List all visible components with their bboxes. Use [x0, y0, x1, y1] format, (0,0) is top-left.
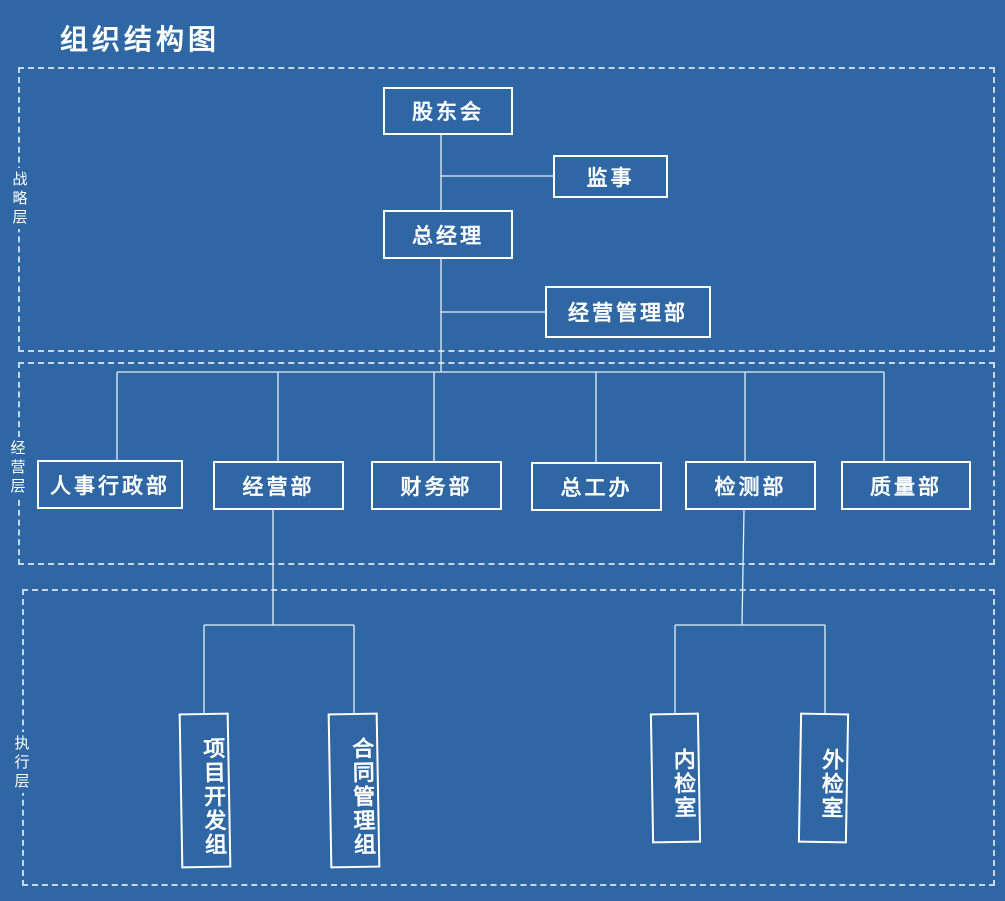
node-internal-lab: 内检室	[649, 712, 702, 844]
page-title: 组织结构图	[60, 23, 221, 56]
node-general-manager: 总经理	[383, 210, 513, 259]
node-inspection-dept: 检测部	[685, 461, 816, 510]
execution-layer-label: 执行层	[10, 732, 34, 793]
node-hr-admin: 人事行政部	[37, 460, 183, 509]
node-contract-mgmt-group: 合同管理组	[327, 712, 381, 869]
node-external-lab: 外检室	[797, 712, 850, 844]
node-project-dev-group: 项目开发组	[178, 712, 232, 869]
node-quality: 质量部	[841, 461, 971, 510]
node-chief-engineer-office: 总工办	[531, 462, 662, 511]
node-finance: 财务部	[371, 461, 502, 510]
operation-layer-label: 经营层	[6, 437, 30, 498]
node-operations-dept: 经营部	[213, 461, 344, 510]
node-shareholders: 股东会	[383, 87, 513, 135]
node-supervisor: 监事	[553, 155, 668, 198]
node-operation-management: 经营管理部	[545, 286, 711, 338]
strategy-layer-label: 战略层	[8, 168, 32, 229]
